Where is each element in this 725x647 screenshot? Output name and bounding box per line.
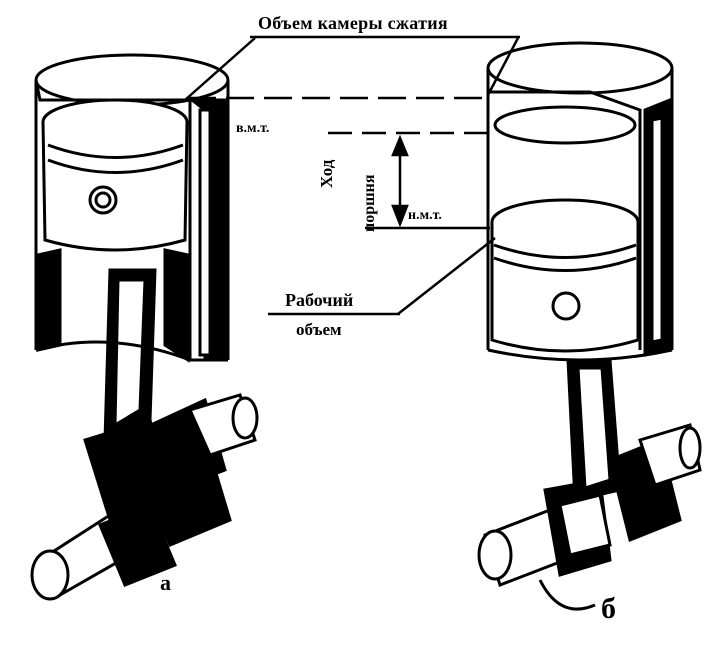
crankshaft-a — [30, 393, 259, 601]
piston-stroke-label-line2: поршня — [361, 174, 378, 233]
working-volume-leader — [397, 237, 496, 315]
figure-a-label: а — [160, 570, 171, 595]
piston-b — [490, 198, 640, 353]
cylinder-body-a — [34, 53, 230, 363]
piston-a — [41, 98, 189, 252]
compression-chamber-volume-label: Объем камеры сжатия — [258, 13, 448, 33]
stroke-arrow-up — [391, 134, 409, 157]
cylinder-a — [30, 53, 259, 601]
working-volume-label-line2: объем — [296, 320, 342, 339]
chamber-leader-b — [486, 37, 520, 96]
chamber-leader-a — [184, 37, 256, 101]
crankshaft-b — [477, 423, 702, 611]
connecting-rod-b — [566, 358, 622, 502]
cylinder-body-b — [486, 41, 674, 362]
connecting-rod-a — [103, 268, 157, 443]
bdc-label: н.м.т. — [408, 208, 442, 223]
cylinder-b — [477, 41, 702, 611]
piston-stroke-label-line1: Ход — [317, 159, 336, 188]
tdc-label: в.м.т. — [236, 121, 270, 136]
stroke-arrow-down — [391, 204, 409, 228]
working-volume-label-line1: Рабочий — [285, 290, 354, 310]
combustion-space-b — [493, 105, 637, 145]
figure-b-label: б — [601, 592, 616, 625]
leader-lines — [184, 35, 520, 316]
